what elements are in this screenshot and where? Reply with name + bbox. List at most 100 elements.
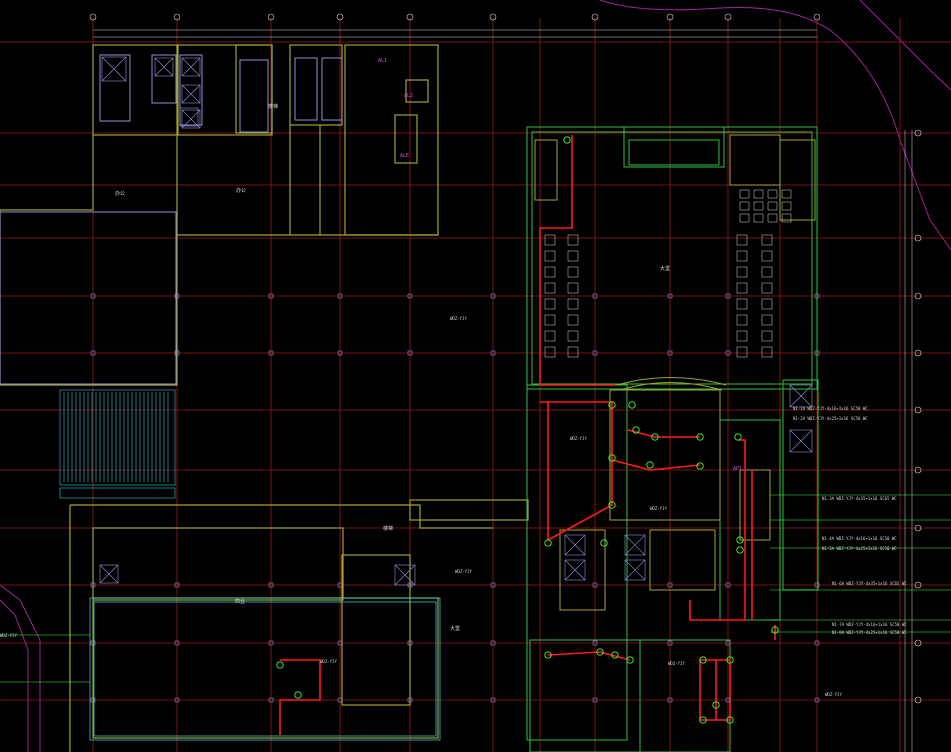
- column-marker: [490, 697, 496, 703]
- room-label-c: 大堂: [660, 265, 670, 272]
- room-label-b: 办公: [236, 187, 246, 194]
- room-label-e: 商业: [235, 598, 245, 605]
- column-marker: [90, 293, 96, 299]
- electrical-devices: [276, 136, 779, 724]
- seat-block: [544, 298, 556, 310]
- column-marker: [90, 640, 96, 646]
- column-marker: [268, 640, 274, 646]
- seat-block: [761, 330, 773, 342]
- seat-block: [781, 201, 792, 211]
- stair-label-2: 楼梯: [383, 525, 393, 532]
- walls-core-left: [0, 54, 343, 385]
- column-marker: [337, 582, 343, 588]
- seat-block: [544, 266, 556, 278]
- seat-block: [567, 234, 579, 246]
- room-label-a: 办公: [115, 190, 125, 197]
- column-marker: [814, 697, 820, 703]
- cable-note-6: WDZ-YJY: [668, 661, 685, 666]
- stair-label-1: 楼梯: [268, 103, 278, 110]
- column-marker: [268, 582, 274, 588]
- seat-block: [753, 189, 764, 199]
- legend-line-8: N1-8A WDZ-YJY-4x25+1x16 SC50 WC: [832, 630, 907, 635]
- column-marker: [407, 582, 413, 588]
- seat-block: [781, 213, 792, 223]
- seat-block: [544, 234, 556, 246]
- seat-block: [736, 346, 748, 358]
- device-symbol: [544, 539, 552, 547]
- structural-columns: [90, 293, 820, 703]
- column-marker: [592, 697, 598, 703]
- column-marker: [592, 350, 598, 356]
- device-symbol: [294, 691, 302, 699]
- walls-lower-left-cyan: [89, 597, 441, 741]
- cable-note-1: WDZ-YJY: [450, 316, 467, 321]
- walls-right-yellow: [534, 134, 816, 611]
- room-label-d: 大堂: [450, 625, 460, 632]
- column-marker: [725, 293, 731, 299]
- seat-block: [761, 250, 773, 262]
- seat-block: [567, 266, 579, 278]
- panel-label-4: ALE: [400, 153, 409, 159]
- device-symbol: [726, 656, 734, 664]
- column-marker: [337, 697, 343, 703]
- column-marker: [725, 350, 731, 356]
- column-marker: [174, 293, 180, 299]
- panel-label-1: AL1: [378, 58, 387, 64]
- legend-line-1: N1-1A WDZ-YJY-4x16+1x16 SC50 WC: [793, 406, 868, 411]
- column-marker: [90, 582, 96, 588]
- seat-block: [736, 266, 748, 278]
- stair-blocks: [59, 389, 176, 499]
- furniture-layout: [544, 189, 792, 358]
- device-symbol: [696, 462, 704, 470]
- device-symbol: [736, 546, 744, 554]
- panel-label-2: AL2: [404, 93, 413, 99]
- column-marker: [90, 350, 96, 356]
- seat-block: [567, 346, 579, 358]
- seat-block: [544, 250, 556, 262]
- column-marker: [268, 293, 274, 299]
- seat-block: [761, 298, 773, 310]
- legend-line-5: N1-5A WDZ-YJY-4x25+1x16 SC50 WC: [822, 546, 897, 551]
- legend-line-3: N1-3A WDZ-YJY-4x35+1x16 SC65 WC: [822, 496, 897, 501]
- legend-line-2: N1-2A WDZ-YJY-4x25+1x16 SC50 WC: [793, 416, 868, 421]
- dimension-lines: [93, 29, 913, 752]
- device-symbol: [699, 656, 707, 664]
- legend-leaders: [0, 494, 951, 683]
- column-marker: [407, 350, 413, 356]
- seat-block: [544, 346, 556, 358]
- cable-note-5: WDZ-YJY: [320, 659, 337, 664]
- seat-block: [736, 314, 748, 326]
- device-symbol: [626, 656, 634, 664]
- cable-note-8: WDZ-YJY: [0, 633, 17, 638]
- cable-note-4: WDZ-YJY: [455, 569, 472, 574]
- column-marker: [667, 350, 673, 356]
- seat-block: [761, 346, 773, 358]
- column-marker: [667, 582, 673, 588]
- seat-block: [767, 213, 778, 223]
- cable-notes: WDZ-YJY WDZ-YJY WDZ-YJY WDZ-YJY WDZ-YJY …: [0, 316, 842, 697]
- legend-line-4: N1-4A WDZ-YJY-4x16+1x16 SC50 WC: [822, 536, 897, 541]
- device-symbol: [646, 461, 654, 469]
- cable-note-7: WDZ-YJY: [825, 692, 842, 697]
- cable-note-2: WDZ-YJY: [570, 436, 587, 441]
- device-symbol: [632, 426, 640, 434]
- column-marker: [490, 293, 496, 299]
- column-marker: [174, 350, 180, 356]
- column-marker: [337, 350, 343, 356]
- seat-block: [567, 330, 579, 342]
- device-symbol: [651, 433, 659, 441]
- column-marker: [592, 293, 598, 299]
- walls-upper-left: [0, 44, 439, 386]
- device-symbol: [734, 433, 742, 441]
- seat-block: [781, 189, 792, 199]
- seat-block: [736, 234, 748, 246]
- seat-block: [736, 298, 748, 310]
- column-marker: [725, 582, 731, 588]
- room-labels: 办公 办公 大堂 大堂 商业 楼梯 楼梯: [115, 103, 670, 632]
- device-symbol: [600, 539, 608, 547]
- column-marker: [407, 640, 413, 646]
- seat-block: [761, 314, 773, 326]
